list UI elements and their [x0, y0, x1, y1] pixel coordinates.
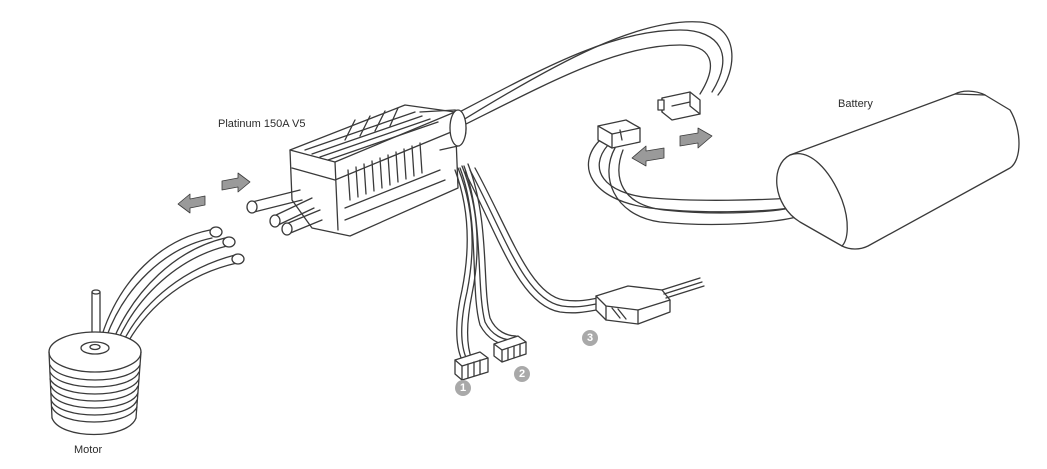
esc-body — [289, 104, 467, 237]
esc-xt-connector-lower — [597, 119, 641, 149]
battery-xt-connector-upper — [657, 91, 701, 121]
signal-wires — [454, 163, 599, 361]
arrow-battery-in — [631, 145, 665, 167]
receiver-box — [595, 277, 705, 325]
battery-label: Battery — [838, 98, 873, 110]
arrow-esc-out — [221, 172, 251, 193]
esc-label: Platinum 150A V5 — [218, 118, 306, 130]
arrow-battery-out — [679, 127, 713, 149]
arrow-motor-in — [177, 193, 206, 214]
esc-motor-output-pins — [246, 189, 323, 236]
battery-pack — [776, 90, 1020, 250]
callout-3: 3 — [582, 330, 598, 346]
callout-1: 1 — [455, 380, 471, 396]
motor — [48, 226, 245, 436]
battery-power-cables — [447, 21, 801, 226]
signal-plug-1 — [454, 351, 489, 381]
motor-label: Motor — [74, 444, 103, 456]
callout-2: 2 — [514, 366, 530, 382]
signal-plug-2 — [493, 335, 527, 363]
